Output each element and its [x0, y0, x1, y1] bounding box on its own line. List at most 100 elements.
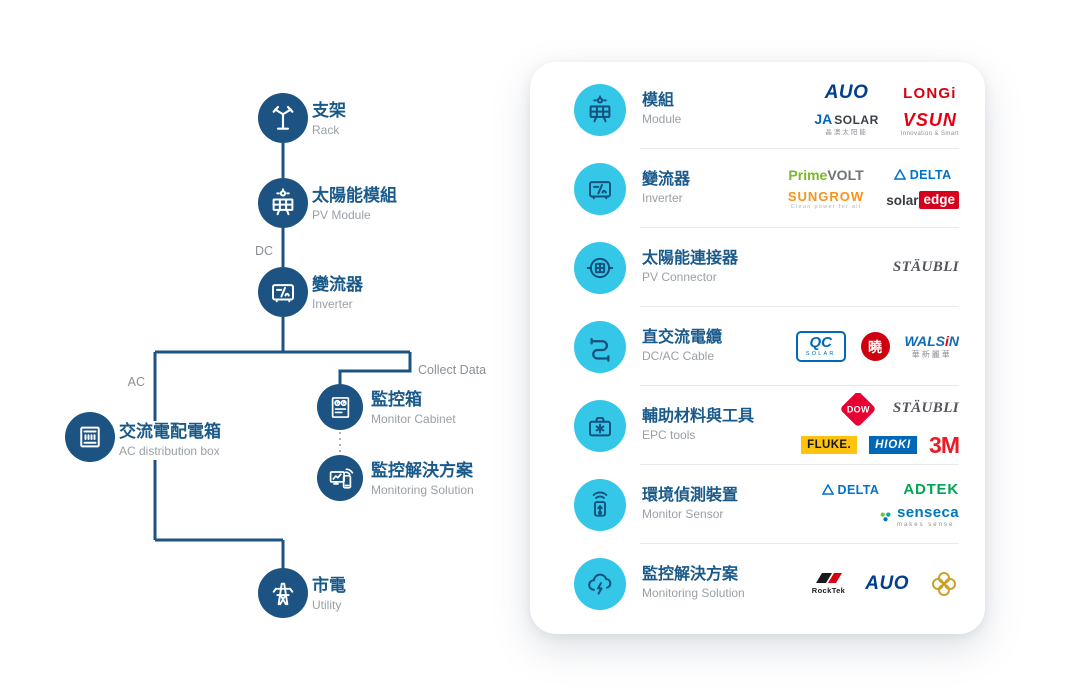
walsin-b: N: [948, 333, 959, 349]
monitor-sensor-circle: [574, 478, 626, 531]
auo-logo: AUO: [824, 82, 869, 103]
solaredge-edge: edge: [919, 191, 959, 209]
rocktek-text: RockTek: [811, 586, 846, 596]
auo-logo: AUO: [865, 572, 909, 594]
delta-triangle-icon: [821, 484, 834, 495]
dc-edge-label: DC: [254, 244, 273, 258]
delta-text: DELTA: [837, 482, 880, 497]
category-subtitle: Module: [642, 112, 682, 127]
delta-logo: DELTA: [893, 167, 952, 182]
staubli-logo: STÄUBLI: [892, 259, 959, 275]
category-subtitle: DC/AC Cable: [642, 349, 715, 364]
category-title: 變流器: [642, 170, 691, 188]
utility-node-icon: [258, 568, 308, 618]
monitoring-solution-title: 監控解決方案: [371, 461, 473, 480]
category-subtitle: EPC tools: [642, 428, 696, 443]
transmission-tower-icon: [268, 578, 298, 608]
inverter-label: 變流器 Inverter: [312, 275, 363, 311]
walsin-chinese-name: 華新麗華: [911, 350, 952, 359]
rack-title: 支架: [312, 101, 346, 120]
pv-connector-circle: [574, 241, 626, 294]
primevolt-prime: Prime: [788, 166, 828, 183]
brand-logos: QC SOLAR 曉 WALSiN 華新麗華: [782, 330, 959, 363]
category-title: 模組: [642, 91, 675, 109]
rack-node-icon: [258, 93, 308, 143]
utility-label: 市電 Utility: [312, 576, 346, 612]
monitor-cabinet-node-icon: [317, 384, 363, 430]
qc-sub-text: SOLAR: [805, 350, 836, 357]
senseca-tagline: makes sense: [896, 522, 955, 528]
monitoring-solution-icon: [327, 465, 354, 492]
adtek-logo: ADTEK: [903, 481, 959, 498]
cable-circle: [574, 320, 626, 373]
delta-triangle-icon: [893, 169, 906, 180]
delta-text: DELTA: [909, 167, 952, 182]
utility-title: 市電: [312, 576, 346, 595]
knot-icon: [932, 571, 956, 596]
module-circle: [574, 83, 626, 136]
brand-logos: PrimeVOLT DELTA SUNGROW Clean power for …: [782, 167, 959, 211]
vsun-text: VSUN: [902, 110, 957, 130]
rocktek-mark-icon: [815, 573, 842, 584]
monitor-cabinet-icon: [327, 394, 354, 421]
category-row-epc-tools: 輔助材料與工具 EPC tools DOW STÄUBLI FLUKE. HIO…: [530, 386, 985, 465]
category-text: 監控解決方案 Monitoring Solution: [642, 566, 782, 601]
solaredge-solar: solar: [886, 192, 919, 208]
category-text: 模組 Module: [642, 92, 782, 127]
category-row-inverter: 變流器 Inverter PrimeVOLT DELTA SUNGROW Cle…: [530, 149, 985, 228]
rack-label: 支架 Rack: [312, 101, 346, 137]
pv-module-title: 太陽能模組: [312, 186, 397, 205]
monitoring-solution-node-icon: [317, 455, 363, 501]
rack-icon: [268, 103, 298, 133]
inverter-title: 變流器: [312, 275, 363, 294]
brand-logos: DOW STÄUBLI FLUKE. HIOKI 3M: [782, 392, 959, 459]
inverter-circle: [574, 162, 626, 215]
ac-box-node-icon: [65, 412, 115, 462]
module-icon: [585, 95, 615, 125]
monitoring-solution-subtitle: Monitoring Solution: [371, 482, 474, 497]
pv-module-label: 太陽能模組 PV Module: [312, 186, 397, 222]
monitoring-solution-label: 監控解決方案 Monitoring Solution: [371, 461, 474, 497]
fluke-logo: FLUKE.: [801, 436, 858, 454]
ja-sub: 晶澳太阳能: [825, 128, 868, 136]
ja-suffix: SOLAR: [834, 112, 879, 127]
primevolt-volt: VOLT: [827, 166, 864, 183]
staubli-logo: STÄUBLI: [892, 400, 959, 416]
pv-connector-icon: [585, 253, 615, 283]
category-title: 輔助材料與工具: [642, 407, 755, 425]
category-row-monitor-sensor: 環境偵測裝置 Monitor Sensor DELTA ADTEK sensec…: [530, 465, 985, 544]
3m-logo: 3M: [929, 431, 959, 458]
category-subtitle: Inverter: [642, 191, 683, 206]
pv-module-node-icon: [258, 178, 308, 228]
collect-data-edge-label: Collect Data: [418, 363, 487, 377]
sungrow-text: SUNGROW: [787, 188, 865, 204]
primevolt-logo: PrimeVOLT: [788, 167, 863, 183]
inverter-node-icon: [258, 267, 308, 317]
sungrow-tagline: Clean power for all: [790, 203, 862, 210]
category-row-monitoring-solution: 監控解決方案 Monitoring Solution RockTek AUO: [530, 544, 985, 623]
ac-box-subtitle: AC distribution box: [119, 443, 220, 458]
walsin-i: i: [944, 333, 949, 349]
solar-panel-icon: [268, 188, 298, 218]
ac-box-title: 交流電配電箱: [119, 422, 221, 441]
category-text: 輔助材料與工具 EPC tools: [642, 408, 782, 443]
red-seal-logo: 曉: [860, 332, 890, 361]
monitoring-solution-circle: [574, 557, 626, 610]
toolbox-icon: [585, 411, 615, 441]
sensor-wifi-icon: [585, 490, 615, 520]
inverter-subtitle: Inverter: [312, 296, 353, 311]
rack-subtitle: Rack: [312, 122, 340, 137]
senseca-text: senseca: [896, 504, 959, 521]
category-text: 太陽能連接器 PV Connector: [642, 250, 782, 285]
category-title: 監控解決方案: [642, 565, 739, 583]
category-subtitle: Monitoring Solution: [642, 586, 745, 601]
ja-prefix: JA: [814, 110, 833, 127]
rocktek-logo: RockTek: [812, 572, 846, 595]
gold-knot-logo: [929, 569, 959, 599]
ac-box-label: 交流電配電箱 AC distribution box: [115, 421, 225, 461]
qc-solar-logo: QC SOLAR: [795, 330, 846, 363]
cable-icon: [585, 332, 615, 362]
